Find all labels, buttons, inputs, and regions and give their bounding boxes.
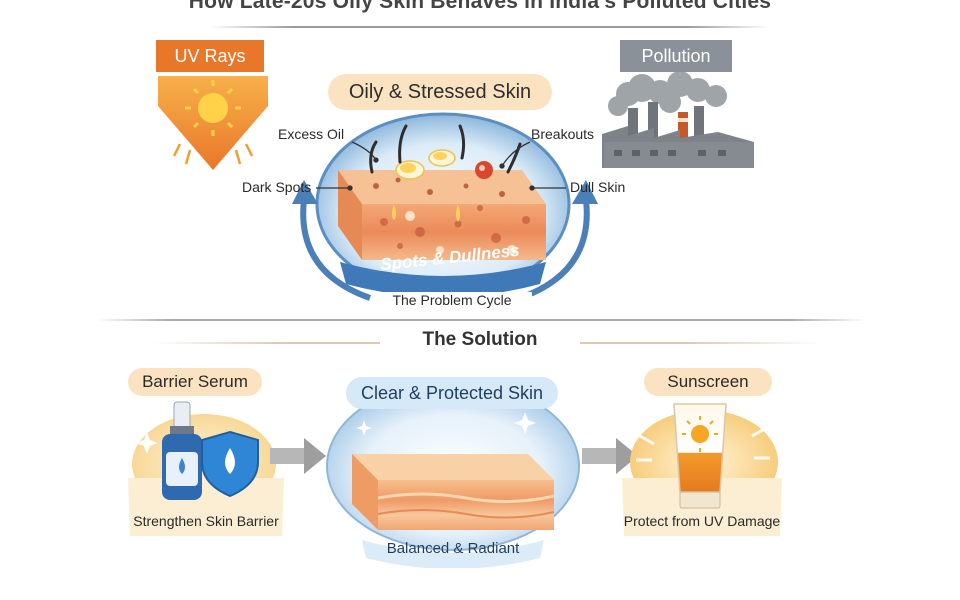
solution-heading: The Solution: [380, 326, 580, 354]
sunscreen-tube-icon: [673, 403, 727, 509]
callout-leader-lines: [316, 141, 566, 191]
page-title: How Late-20s Oily Skin Behaves in India'…: [188, 0, 772, 13]
shield-drop-icon: [201, 430, 259, 498]
pollution-label: Pollution: [620, 40, 732, 72]
section-divider: [96, 319, 866, 321]
sunscreen-panel: [622, 403, 782, 536]
serum-bottle-icon: [162, 401, 202, 500]
arrow-right-icon: [270, 438, 326, 474]
title-divider: [210, 26, 770, 28]
callout-breakouts: Breakouts: [531, 126, 595, 142]
sunscreen-label: Sunscreen: [644, 368, 772, 396]
barrier-serum-label: Barrier Serum: [128, 368, 262, 396]
problem-cycle-label: The Problem Cycle: [372, 292, 532, 308]
clear-skin-label: Clear & Protected Skin: [346, 377, 558, 409]
uv-rays-label: UV Rays: [156, 40, 264, 72]
problem-cycle-illustration: [292, 112, 598, 301]
sun-icon: [158, 76, 268, 170]
barrier-serum-panel: [128, 401, 284, 536]
clear-skin-caption: Balanced & Radiant: [386, 540, 520, 557]
callout-dull-skin: Dull Skin: [570, 179, 626, 195]
sunscreen-caption: Protect from UV Damage: [623, 513, 781, 529]
callout-excess-oil: Excess Oil: [278, 126, 345, 142]
cycle-arrow-icon: [292, 180, 318, 204]
sparkle-icon: [136, 432, 158, 454]
barrier-serum-caption: Strengthen Skin Barrier: [133, 513, 279, 529]
arrow-right-icon: [582, 438, 638, 474]
callout-dark-spots: Dark Spots: [242, 179, 312, 195]
oily-skin-label: Oily & Stressed Skin: [328, 74, 552, 110]
factory-icon: [602, 72, 754, 168]
